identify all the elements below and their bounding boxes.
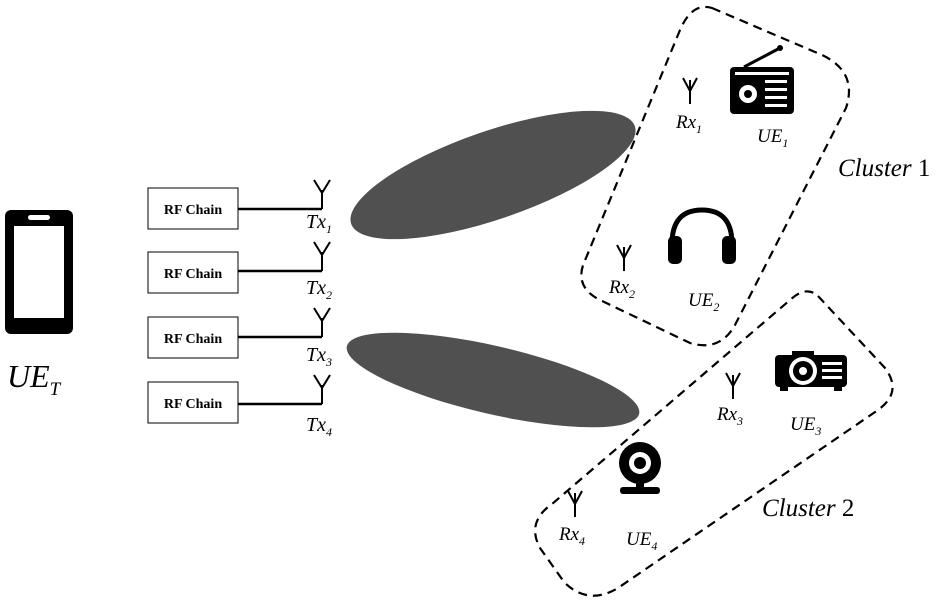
rx-label-4: Rx4 (558, 524, 585, 548)
rf-chain-label: RF Chain (164, 203, 222, 218)
ue-label-1: UE1 (757, 126, 788, 150)
radio-icon (730, 45, 794, 114)
ue-label-3: UE3 (790, 414, 821, 438)
beam-lower (346, 332, 640, 428)
rf-chain-3: RF Chain (147, 316, 239, 359)
tx-label-1: Tx1 (306, 211, 332, 236)
rf-chain-label: RF Chain (164, 397, 222, 412)
rf-chain-1: RF Chain (147, 187, 239, 230)
tx-label-2: Tx2 (306, 277, 332, 302)
cluster-2-boundary (534, 290, 894, 597)
rx-antenna-3 (725, 372, 741, 399)
tx-antenna-4 (238, 374, 331, 406)
webcam-icon (619, 442, 661, 494)
tx-antenna-3 (238, 307, 331, 339)
tx-antenna-1 (238, 179, 331, 211)
tx-label-3: Tx3 (306, 344, 332, 369)
rf-chain-label: RF Chain (164, 267, 222, 282)
beam-upper (350, 110, 636, 240)
cluster-1-boundary (580, 5, 851, 347)
rx-antenna-2 (616, 244, 632, 271)
rf-chain-label: RF Chain (164, 332, 222, 347)
cluster-2-label: Cluster 2 (762, 495, 854, 522)
ue-label-4: UE4 (626, 529, 657, 553)
rx-antenna-1 (682, 77, 698, 104)
smartphone-icon (5, 210, 73, 334)
ue-t-label: UET (7, 358, 62, 400)
rx-label-2: Rx2 (608, 277, 635, 301)
tx-antenna-2 (238, 241, 331, 273)
rx-label-3: Rx3 (716, 404, 743, 428)
tx-label-4: Tx4 (306, 414, 332, 439)
rf-chain-2: RF Chain (147, 251, 239, 294)
ue-label-2: UE2 (688, 290, 719, 314)
cluster-1-label: Cluster 1 (838, 155, 930, 182)
headphones-icon (668, 207, 736, 264)
rx-label-1: Rx1 (675, 112, 702, 136)
rf-chain-4: RF Chain (147, 381, 239, 424)
projector-icon (775, 351, 847, 391)
rx-antenna-4 (567, 490, 583, 517)
